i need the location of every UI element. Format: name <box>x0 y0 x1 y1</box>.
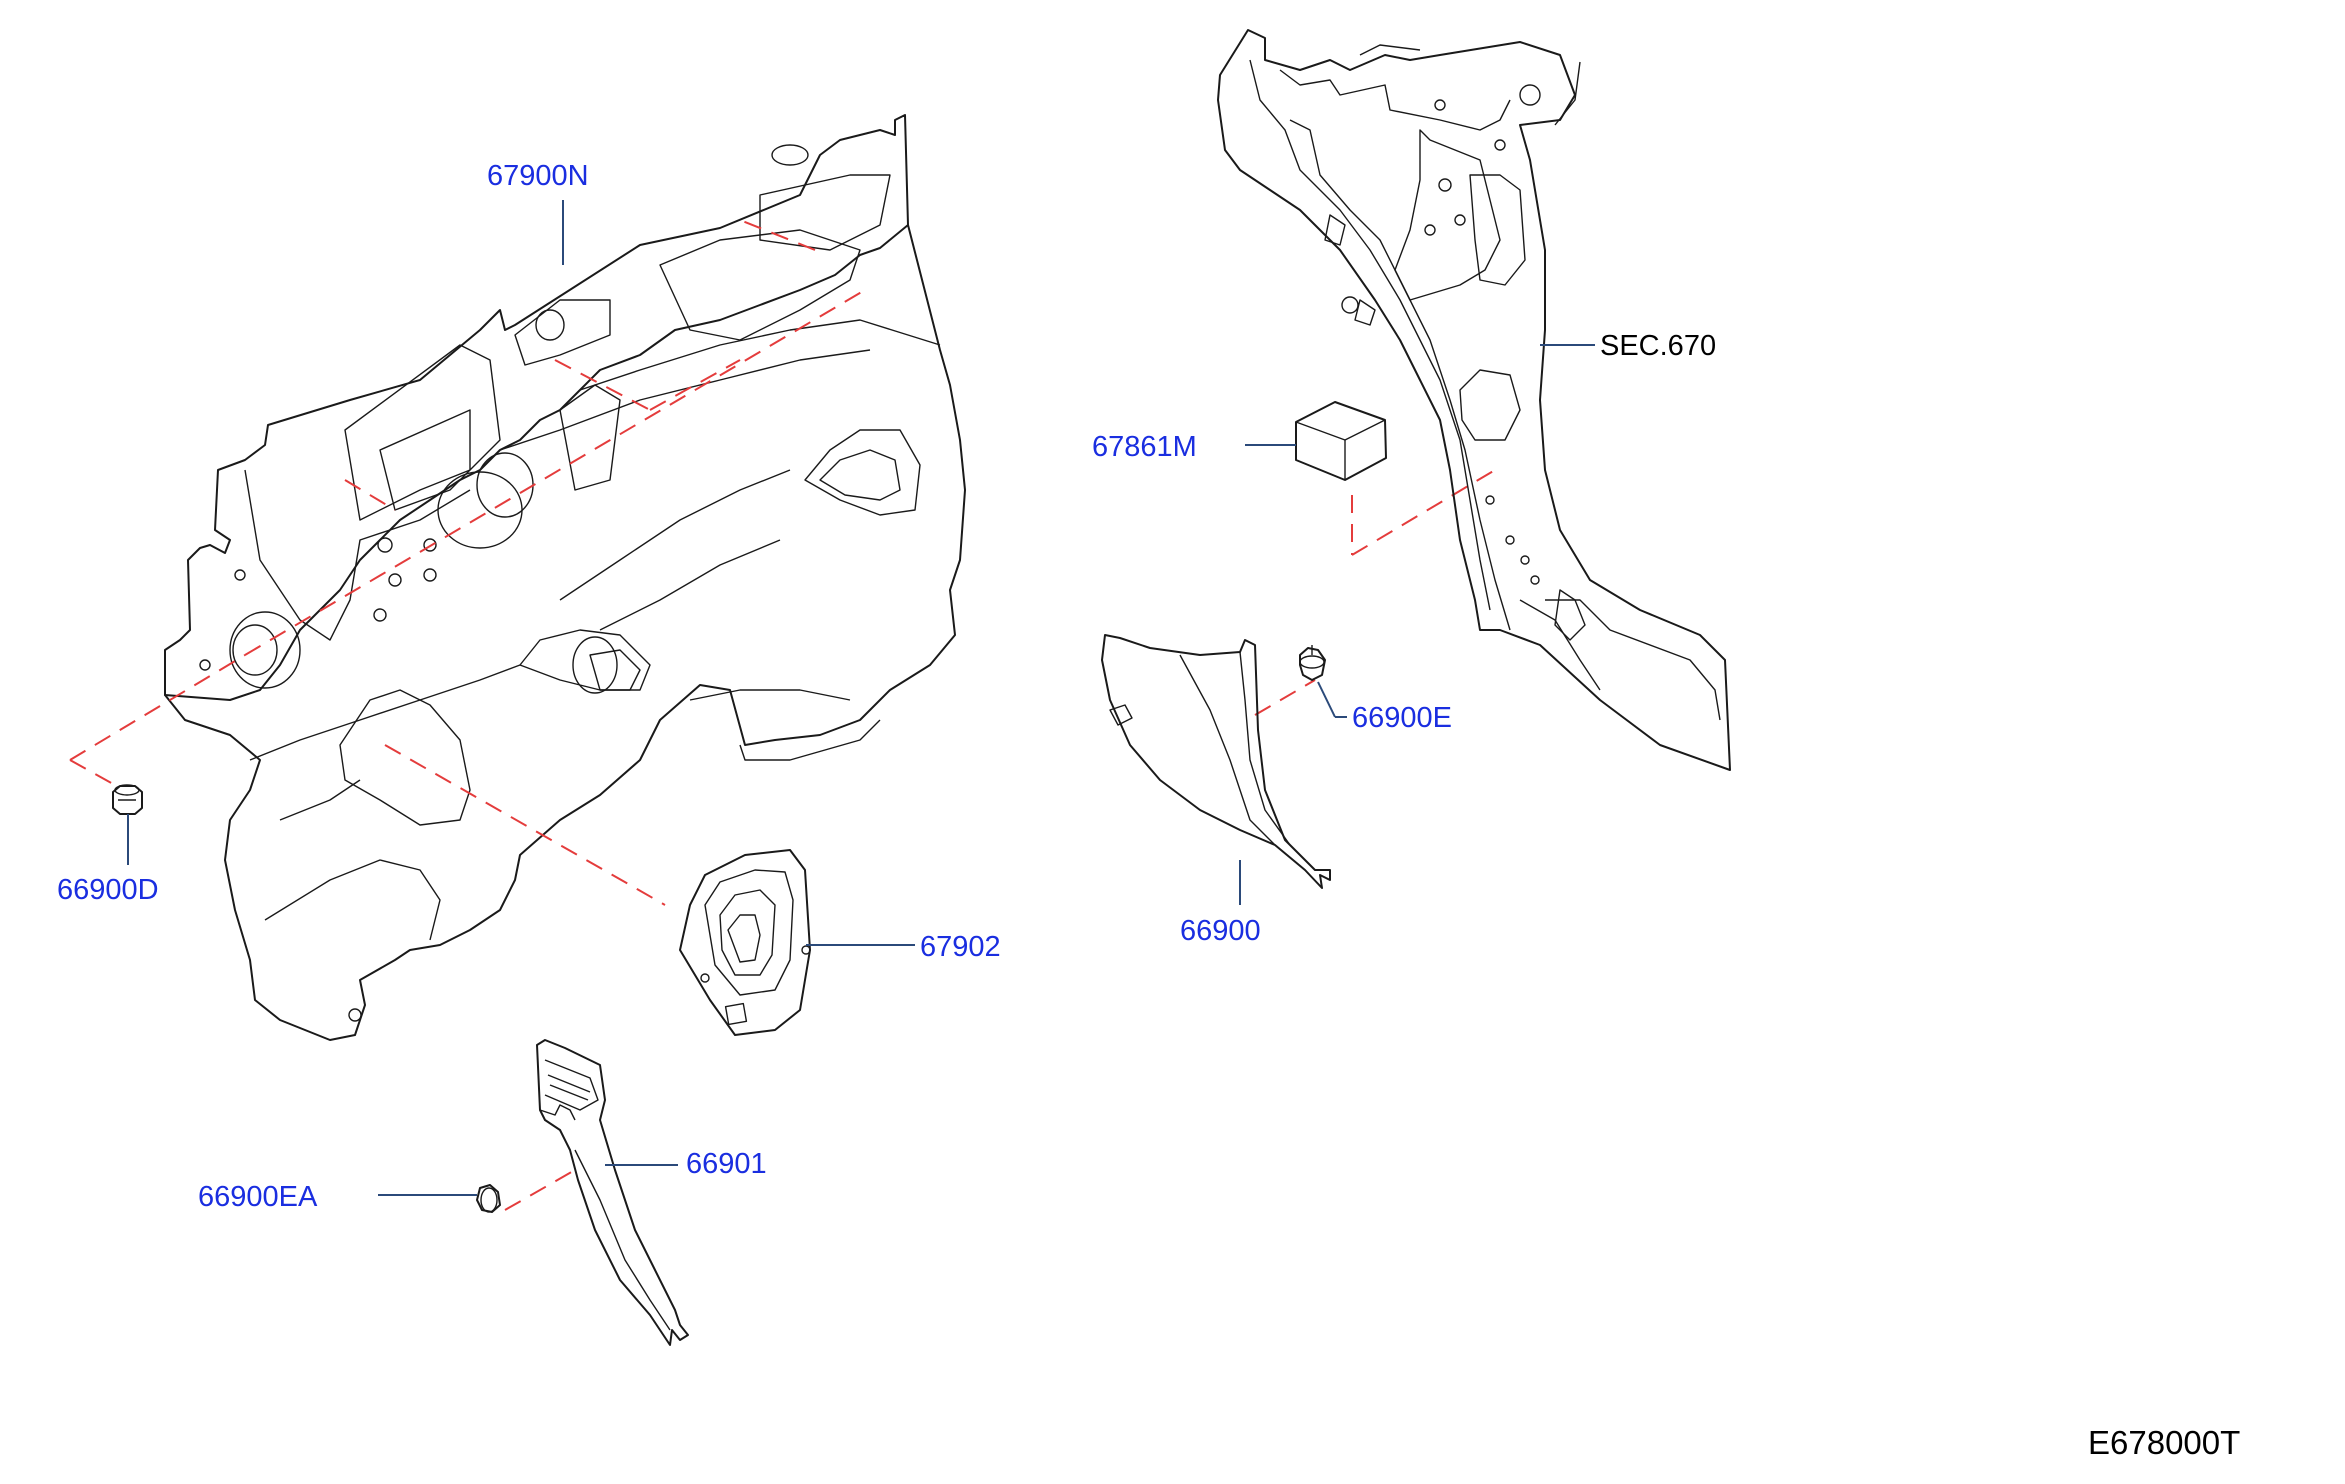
assembly-dashed-lines <box>69 219 1496 1211</box>
label-66900EA: 66900EA <box>198 1181 318 1213</box>
foam-block-part <box>1295 401 1387 481</box>
label-67902: 67902 <box>920 931 1001 963</box>
label-67900N: 67900N <box>487 160 589 192</box>
clip-right-part <box>1299 645 1326 681</box>
kick-trim-right-part <box>1101 634 1331 889</box>
label-66900E: 66900E <box>1352 702 1452 734</box>
label-66901: 66901 <box>686 1148 767 1180</box>
label-67861M: 67861M <box>1092 431 1197 463</box>
clip-bottom-part <box>476 1184 501 1213</box>
label-sec-670: SEC.670 <box>1600 330 1716 362</box>
kick-trim-left-part <box>536 1039 689 1346</box>
leader-lines <box>127 200 1595 1196</box>
grommet-pad-part <box>679 849 811 1036</box>
clip-left-part <box>112 784 143 815</box>
dash-insulator-part <box>164 114 966 1041</box>
pillar-section-part <box>1217 29 1731 771</box>
diagram-code: E678000T <box>2088 1424 2240 1461</box>
label-66900D: 66900D <box>57 874 159 906</box>
label-66900: 66900 <box>1180 915 1261 947</box>
